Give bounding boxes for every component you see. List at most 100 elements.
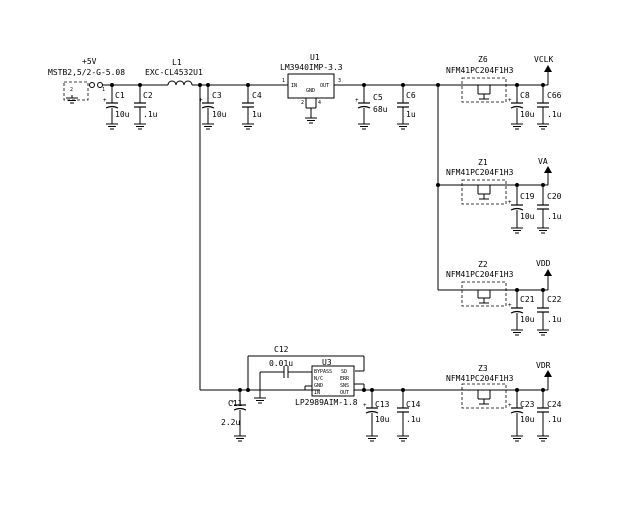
capacitor-c1: C1 10u [102,83,130,130]
svg-text:U3: U3 [322,358,332,367]
filter-z6-branch: Z6 NFM41PC204F1H3 VCLK [438,55,553,103]
svg-text:C12: C12 [274,345,289,354]
filter-z3-branch: Z3 NFM41PC204F1H3 VDR [446,361,552,409]
svg-text:C20: C20 [547,192,562,201]
power-connector: MSTB2,5/2-G-5.08 +5V 1 2 [48,57,125,104]
svg-text:C3: C3 [212,91,222,100]
power-arrow-icon [544,269,552,276]
svg-text:N/C: N/C [314,376,323,382]
net-label-va: VA [538,157,548,166]
svg-text:C19: C19 [520,192,535,201]
svg-text:10u: 10u [212,110,227,119]
svg-text:C2: C2 [143,91,153,100]
filter-z1-branch: Z1 NFM41PC204F1H3 VA [436,157,552,205]
svg-text:LM3940IMP-3.3: LM3940IMP-3.3 [280,63,343,72]
svg-text:C4: C4 [252,91,262,100]
connector-pin-1 [89,82,95,88]
capacitor-c12: C12 0.01u [253,345,312,404]
svg-text:.1u: .1u [406,415,421,424]
svg-text:GND: GND [306,88,315,94]
svg-text:Z1: Z1 [478,158,488,167]
regulator-u3: U3 LP2989AIM-1.8 BYPASS N/C GND IN SD ER… [295,358,365,407]
svg-text:C14: C14 [406,400,421,409]
svg-text:4: 4 [318,100,321,106]
connector-pin1-label: 1 [102,87,105,93]
capacitor-c22: C22 .1u [536,288,562,336]
capacitor-c5: C5 68u [354,83,388,130]
svg-text:OUT: OUT [320,83,329,89]
svg-text:BYPASS: BYPASS [314,369,332,375]
capacitor-c13: C13 10u [362,388,390,442]
svg-text:68u: 68u [373,105,388,114]
svg-text:.1u: .1u [143,110,158,119]
svg-text:C66: C66 [547,91,562,100]
svg-text:1u: 1u [406,110,416,119]
net-label-vclk: VCLK [534,55,553,64]
svg-text:SD: SD [341,369,347,375]
svg-text:3: 3 [338,78,341,84]
svg-text:C22: C22 [547,295,562,304]
svg-text:C21: C21 [520,295,535,304]
svg-text:C11: C11 [228,399,243,408]
filter-z2-branch: Z2 NFM41PC204F1H3 VDD [438,259,552,307]
svg-text:.1u: .1u [547,212,562,221]
svg-text:GND: GND [314,383,323,389]
net-label-plus5v: +5V [82,57,97,66]
capacitor-c20: C20 .1u [536,183,562,234]
svg-text:0.01u: 0.01u [269,359,293,368]
ground-icon [65,97,79,104]
svg-text:EXC-CL4532U1: EXC-CL4532U1 [145,68,203,77]
svg-text:L1: L1 [172,58,182,67]
svg-text:Z6: Z6 [478,55,488,64]
capacitor-c11: C11 2.2u [221,388,247,442]
regulator-u1: U1 LM3940IMP-3.3 IN OUT GND 1 3 2 4 [280,53,343,124]
connector-ref: MSTB2,5/2-G-5.08 [48,68,125,77]
power-arrow-icon [544,166,552,173]
svg-text:IN: IN [314,390,320,396]
svg-text:C5: C5 [373,93,383,102]
power-arrow-icon [544,370,552,377]
svg-text:10u: 10u [520,212,535,221]
capacitor-c23: C23 10u [507,388,535,442]
net-label-vdr: VDR [536,361,551,370]
svg-text:10u: 10u [520,315,535,324]
svg-text:SNS: SNS [340,383,349,389]
svg-text:.1u: .1u [547,415,562,424]
svg-text:C13: C13 [375,400,390,409]
capacitor-c8: C8 10u [507,83,535,130]
svg-text:U1: U1 [310,53,320,62]
capacitor-c14: C14 .1u [396,388,421,442]
svg-text:NFM41PC204F1H3: NFM41PC204F1H3 [446,374,514,383]
svg-text:.1u: .1u [547,110,562,119]
svg-text:C8: C8 [520,91,530,100]
power-arrow-icon [544,65,552,72]
svg-text:NFM41PC204F1H3: NFM41PC204F1H3 [446,66,514,75]
svg-text:1u: 1u [252,110,262,119]
capacitor-c6: C6 1u [396,83,416,130]
connector-body [63,81,89,101]
svg-text:10u: 10u [115,110,130,119]
svg-text:10u: 10u [375,415,390,424]
svg-text:IN: IN [291,83,297,89]
svg-text:10u: 10u [520,110,535,119]
svg-text:10u: 10u [520,415,535,424]
svg-text:Z3: Z3 [478,364,488,373]
net-label-vdd: VDD [536,259,551,268]
capacitor-c66: C66 .1u [536,83,562,130]
capacitor-c24: C24 .1u [536,388,562,442]
svg-text:Z2: Z2 [478,260,488,269]
svg-text:2.2u: 2.2u [221,418,240,427]
svg-text:C24: C24 [547,400,562,409]
svg-text:NFM41PC204F1H3: NFM41PC204F1H3 [446,168,514,177]
inductor-l1: L1 EXC-CL4532U1 [145,58,203,86]
svg-text:C23: C23 [520,400,535,409]
svg-text:2: 2 [301,100,304,106]
capacitor-c19: C19 10u [507,183,535,234]
capacitor-c3: C3 10u [198,83,227,130]
svg-text:OUT: OUT [340,390,349,396]
svg-text:ERR: ERR [340,376,350,382]
svg-text:1: 1 [282,78,285,84]
capacitor-c2: C2 .1u [133,83,158,130]
svg-text:LP2989AIM-1.8: LP2989AIM-1.8 [295,398,358,407]
